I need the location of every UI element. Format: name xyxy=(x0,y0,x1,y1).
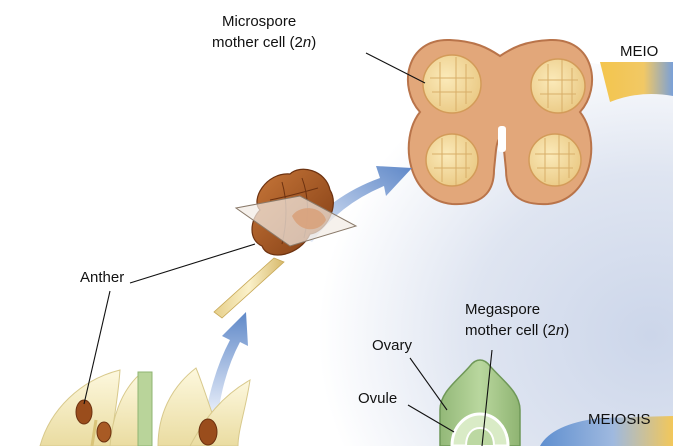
pollen-sac-top-right xyxy=(531,59,585,113)
flower-anther-right xyxy=(199,419,217,445)
microspore-label: Microspore xyxy=(222,12,296,31)
pollen-sac-bottom-left xyxy=(426,134,478,186)
anther-label: Anther xyxy=(80,268,124,287)
meiosis-top-label: MEIO xyxy=(620,42,658,61)
ovule-label: Ovule xyxy=(358,389,397,408)
microspore-label-line1: Microspore xyxy=(222,13,296,30)
microspore-label-line2: mother cell (2n) xyxy=(212,33,316,52)
megaspore-label-line2: mother cell (2n) xyxy=(465,321,569,340)
pollen-sac-bottom-right xyxy=(529,134,581,186)
meiosis-bottom-label: MEIOSIS xyxy=(588,410,651,429)
megaspore-label: Megaspore xyxy=(465,300,540,319)
pollen-sac-top-left xyxy=(423,55,481,113)
ovary-label: Ovary xyxy=(372,336,412,355)
